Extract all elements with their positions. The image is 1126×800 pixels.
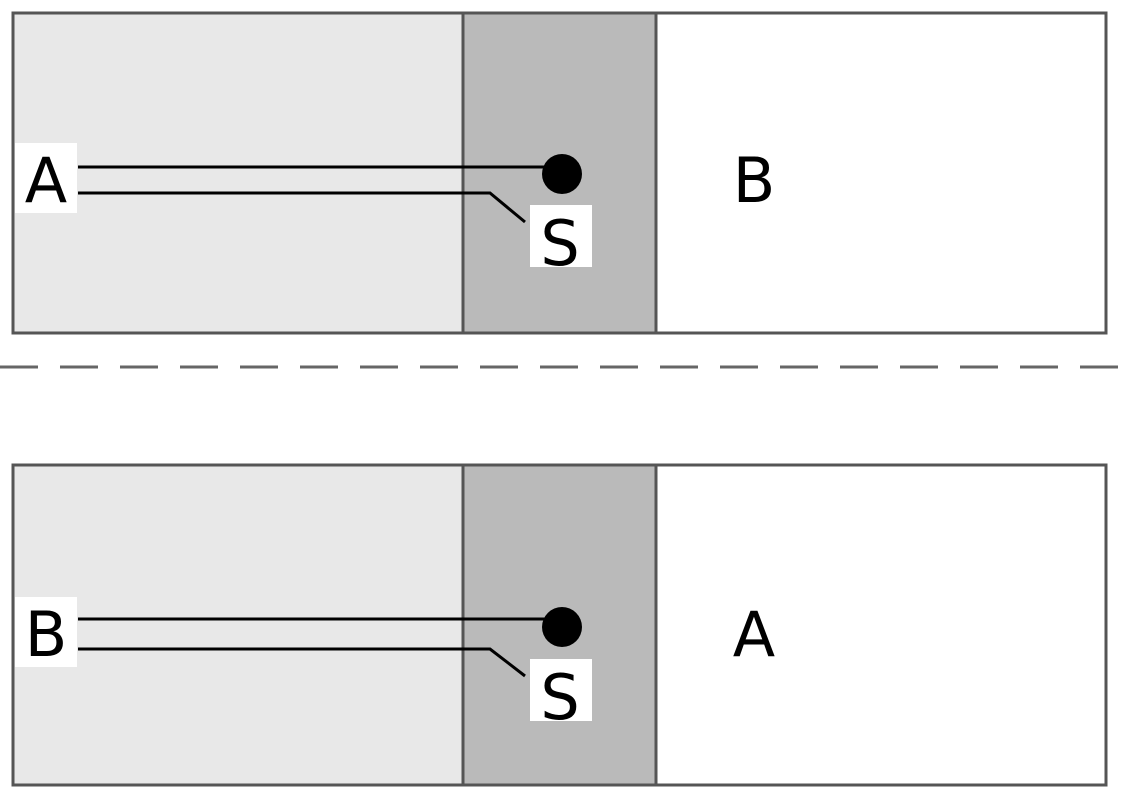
top-left-label-bg [15, 143, 77, 213]
top-junction-dot [542, 154, 582, 194]
top-panel: A S B [11, 11, 1108, 335]
top-junction-label: S [540, 207, 579, 280]
bottom-panel: B S A [11, 463, 1108, 787]
bottom-junction-label: S [540, 661, 579, 734]
top-left-label: A [25, 144, 67, 217]
top-right-label: B [733, 144, 776, 217]
bottom-left-region [13, 465, 463, 785]
bottom-junction-label-bg [530, 659, 592, 721]
bottom-junction-dot [542, 607, 582, 647]
top-panel-border [11, 11, 1108, 335]
bottom-left-label-bg [15, 597, 77, 667]
top-right-region [656, 13, 1106, 333]
bottom-wire-lower [78, 647, 526, 678]
bottom-right-region [656, 465, 1106, 785]
bottom-right-label: A [733, 598, 775, 671]
top-wire-lower [78, 191, 526, 224]
top-left-region [13, 13, 463, 333]
top-junction-label-bg [530, 205, 592, 267]
bottom-panel-border [11, 463, 1108, 787]
bottom-left-label: B [25, 598, 68, 671]
